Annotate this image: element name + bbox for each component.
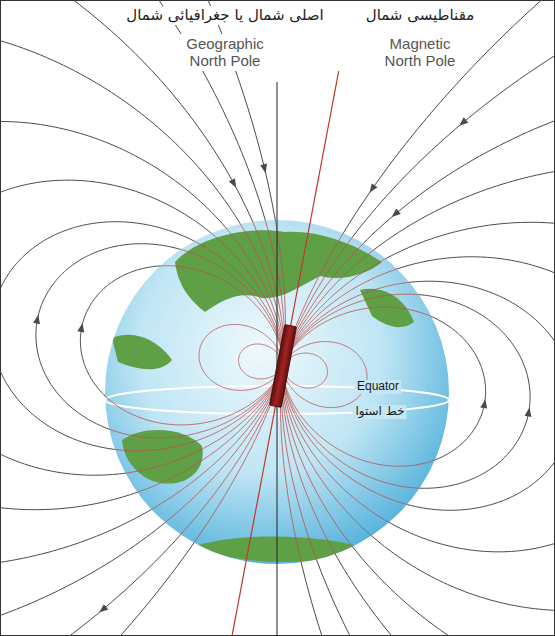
field-arrow — [367, 183, 378, 194]
inner-field-line — [283, 342, 367, 408]
field-arrow — [525, 407, 533, 417]
magnetic-axis — [229, 71, 339, 636]
inner-field-line — [281, 0, 555, 636]
equator-label-urdu: خط استوا — [353, 405, 406, 419]
continent — [196, 536, 364, 562]
inner-field-line — [281, 0, 555, 636]
inner-field-line — [283, 307, 486, 466]
magnet-body — [269, 325, 296, 408]
magnetic-axis-line — [229, 71, 339, 636]
inner-field-line — [0, 0, 285, 636]
field-arrow — [260, 164, 269, 174]
inner-field-line — [0, 121, 283, 509]
continent — [175, 230, 382, 312]
field-arrow — [97, 604, 108, 615]
inner-field-line — [80, 266, 283, 425]
field-arrows — [33, 117, 533, 615]
field-arrow — [33, 314, 42, 324]
inner-field-line — [282, 165, 555, 636]
bar-magnet — [269, 325, 296, 408]
inner-field-line — [283, 294, 530, 488]
inner-field-line — [283, 222, 555, 610]
equator-label: Equator — [355, 380, 401, 394]
pole-label: Geographic North Pole — [175, 34, 275, 71]
field-arrow — [457, 117, 468, 128]
inner-field-line — [199, 324, 283, 390]
inner-field-line — [0, 222, 283, 451]
inner-field-line — [36, 244, 283, 438]
inner-field-line — [283, 281, 555, 510]
inner-field-line — [283, 257, 555, 552]
inner-field-line — [0, 24, 284, 568]
continent — [112, 335, 172, 370]
pole-label-urdu: اصلی شمال یا جغرافیائی شمال — [123, 6, 327, 25]
pole-label: Magnetic North Pole — [374, 34, 466, 71]
field-arrow — [77, 322, 86, 332]
inner-field-line — [0, 0, 285, 636]
inner-field-line — [0, 0, 284, 636]
pole-label-urdu: مقناطیسی شمال — [363, 6, 478, 25]
geographic-axis — [277, 82, 278, 636]
field-arrow — [389, 209, 400, 220]
inner-field-line — [282, 79, 555, 636]
field-arrow — [229, 178, 239, 189]
field-arrow — [480, 399, 488, 409]
